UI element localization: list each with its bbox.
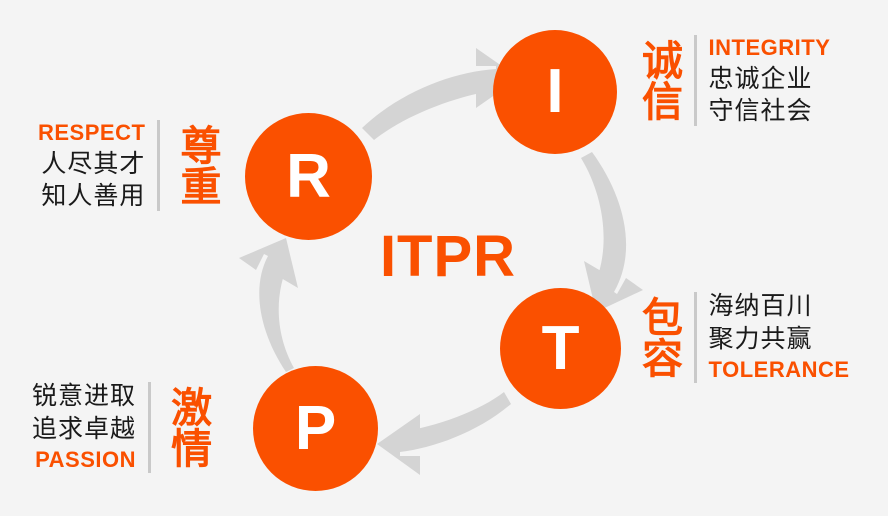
value-block-integrity: 诚信 INTEGRITY 忠诚企业 守信社会: [634, 33, 830, 128]
divider-tolerance: [693, 292, 697, 383]
value-english-integrity: INTEGRITY: [708, 35, 831, 60]
arrow-i-to-t: [581, 152, 643, 312]
node-circle-integrity[interactable]: I: [493, 30, 617, 154]
value-detail-tolerance: 海纳百川 聚力共赢 TOLERANCE: [709, 290, 850, 385]
divider-passion: [148, 382, 152, 473]
divider-integrity: [693, 35, 697, 126]
value-title-respect: 尊重: [173, 124, 220, 207]
value-detail-passion: 锐意进取 追求卓越 PASSION: [32, 380, 136, 475]
arrow-r-to-i: [362, 48, 519, 140]
value-chinese-line-1-respect: 人尽其才: [41, 149, 146, 178]
value-block-passion: 锐意进取 追求卓越 PASSION 激情: [32, 380, 211, 475]
value-chinese-line-2-respect: 知人善用: [41, 182, 146, 211]
value-english-passion: PASSION: [35, 447, 137, 472]
value-detail-integrity: INTEGRITY 忠诚企业 守信社会: [709, 33, 831, 128]
value-chinese-line-2-tolerance: 聚力共赢: [708, 324, 813, 353]
arrow-t-to-p: [377, 392, 511, 475]
value-title-integrity: 诚信: [635, 39, 682, 122]
value-chinese-line-1-tolerance: 海纳百川: [708, 292, 813, 320]
node-circle-respect[interactable]: R: [245, 113, 372, 240]
value-block-respect: RESPECT 人尽其才 知人善用 尊重: [38, 118, 220, 213]
node-circle-tolerance[interactable]: T: [500, 288, 621, 409]
node-circle-passion[interactable]: P: [253, 366, 378, 491]
node-letter-respect: R: [286, 141, 331, 211]
divider-respect: [157, 120, 161, 211]
value-chinese-line-2-integrity: 守信社会: [708, 97, 813, 126]
node-letter-passion: P: [294, 393, 337, 463]
value-title-tolerance: 包容: [635, 296, 682, 379]
value-block-tolerance: 包容 海纳百川 聚力共赢 TOLERANCE: [634, 290, 850, 385]
node-letter-tolerance: T: [541, 313, 580, 383]
arrow-p-to-r: [239, 238, 298, 372]
value-english-tolerance: TOLERANCE: [708, 357, 850, 382]
value-title-passion: 激情: [164, 386, 211, 469]
value-chinese-line-1-integrity: 忠诚企业: [708, 64, 813, 93]
value-chinese-line-2-passion: 追求卓越: [32, 414, 137, 443]
value-chinese-line-1-passion: 锐意进取: [32, 382, 137, 410]
value-english-respect: RESPECT: [38, 120, 146, 145]
center-wordmark: ITPR: [379, 224, 517, 289]
value-detail-respect: RESPECT 人尽其才 知人善用: [38, 118, 145, 213]
node-letter-integrity: I: [546, 57, 564, 126]
